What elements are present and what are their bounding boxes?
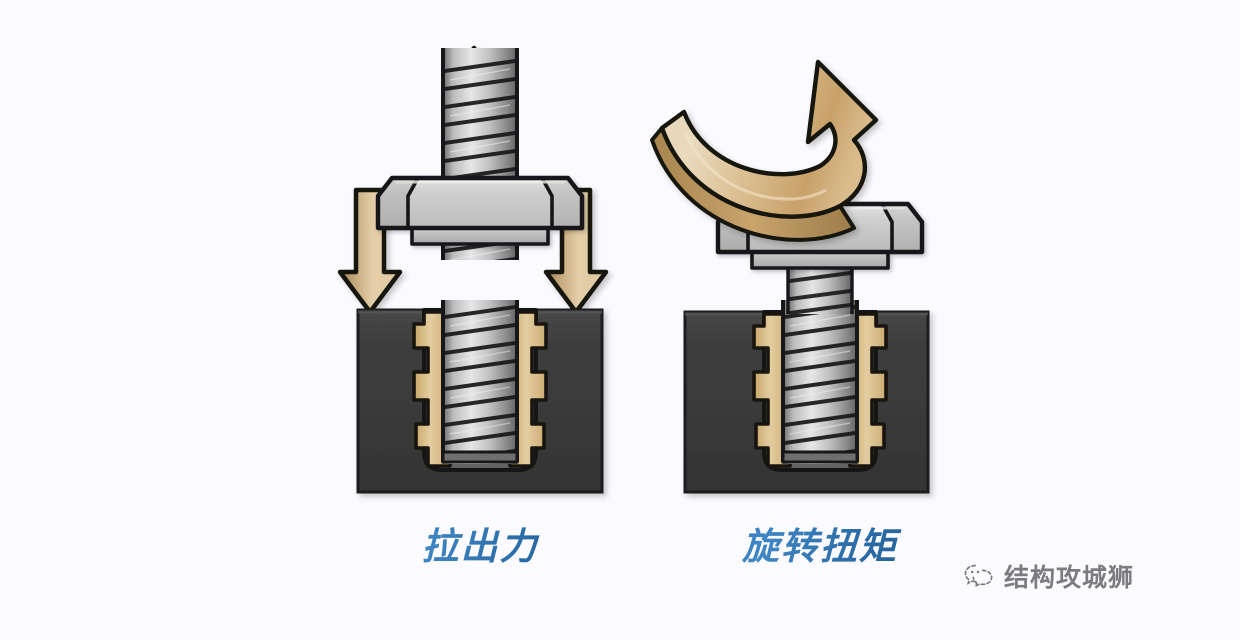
panel-pullout <box>300 0 660 640</box>
pullout-illustration <box>337 45 609 494</box>
bolt-shaft-neck <box>786 268 854 314</box>
panel-torque <box>640 0 1000 640</box>
wechat-logo-icon <box>964 564 993 588</box>
watermark-text: 结构攻城狮 <box>1004 564 1135 592</box>
caption-pullout: 拉出力 <box>300 516 660 570</box>
bolt-shank-embedded <box>781 300 859 464</box>
caption-torque: 旋转扭矩 <box>640 516 1000 570</box>
bolt-hex-head <box>375 175 585 246</box>
torque-curved-arrow <box>650 59 879 242</box>
watermark: 结构攻城狮 <box>962 558 1134 594</box>
reaction-arrow-right <box>543 187 609 315</box>
torque-illustration <box>650 59 930 494</box>
bolt-shank-embedded <box>441 300 519 464</box>
